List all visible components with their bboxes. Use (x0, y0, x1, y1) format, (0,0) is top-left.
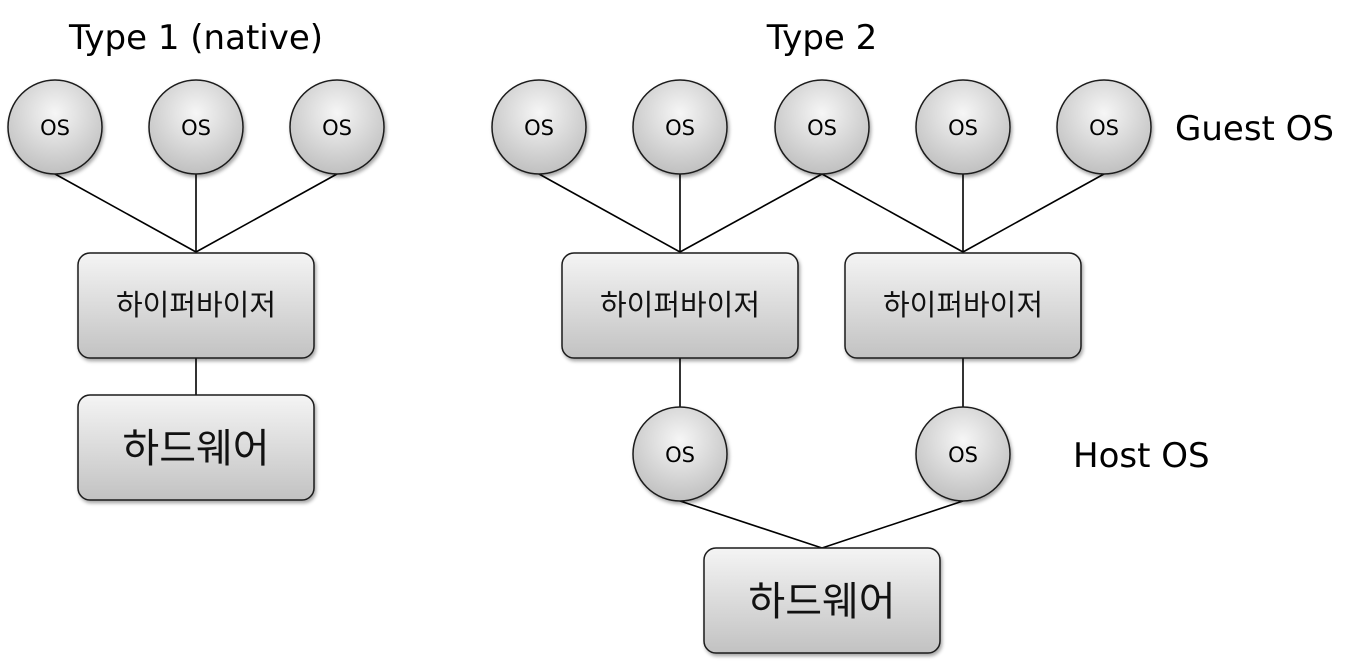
hypervisor-label: 하이퍼바이저 (116, 288, 276, 322)
hypervisor-label: 하이퍼바이저 (600, 288, 760, 322)
type2-title: Type 2 (766, 18, 878, 58)
type1-guest-os-3: OS (289, 79, 385, 175)
type2-hypervisor-a: 하이퍼바이저 (561, 252, 799, 359)
type2-guest-os-2: OS (632, 79, 728, 175)
hardware-label: 하드웨어 (122, 426, 269, 472)
hypervisor-label: 하이퍼바이저 (883, 288, 1043, 322)
connector-t2-guest1-hypervisor-a (538, 173, 681, 253)
type1-guest-os-2: OS (148, 79, 244, 175)
connector-t2-guest5-hypervisor-b (962, 173, 1105, 253)
connector-t2-host2-hardware (821, 500, 964, 549)
os-label: OS (181, 116, 211, 140)
os-label: OS (322, 116, 352, 140)
connector-t2-host1-hardware (679, 500, 823, 549)
hardware-label: 하드웨어 (748, 579, 895, 625)
os-label: OS (40, 116, 70, 140)
type2-host-os-1: OS (632, 406, 728, 502)
connector-t1-os3-hypervisor (195, 173, 338, 253)
guest-os-label: Guest OS (1175, 109, 1334, 149)
connectors (54, 173, 1105, 549)
type2-host-os-2: OS (915, 406, 1011, 502)
connector-t2-guest3-hypervisor-b (821, 173, 964, 253)
host-os-label: Host OS (1073, 436, 1210, 476)
type2-guest-os-1: OS (491, 79, 587, 175)
os-label: OS (1089, 116, 1119, 140)
os-label: OS (948, 116, 978, 140)
type2-hypervisor-b: 하이퍼바이저 (844, 252, 1082, 359)
os-label: OS (524, 116, 554, 140)
type2-guest-os-5: OS (1056, 79, 1152, 175)
os-label: OS (665, 116, 695, 140)
connector-t2-guest3-hypervisor-a (679, 173, 823, 253)
os-label: OS (807, 116, 837, 140)
type2-guest-os-3: OS (774, 79, 870, 175)
type1-title: Type 1 (native) (68, 18, 323, 58)
type2-guest-os-4: OS (915, 79, 1011, 175)
type1-hypervisor: 하이퍼바이저 (77, 252, 315, 359)
type1-hardware: 하드웨어 (77, 394, 315, 501)
connector-t1-os1-hypervisor (54, 173, 197, 253)
type2-hardware: 하드웨어 (703, 547, 941, 654)
os-label: OS (948, 443, 978, 467)
os-label: OS (665, 443, 695, 467)
type1-guest-os-1: OS (7, 79, 103, 175)
